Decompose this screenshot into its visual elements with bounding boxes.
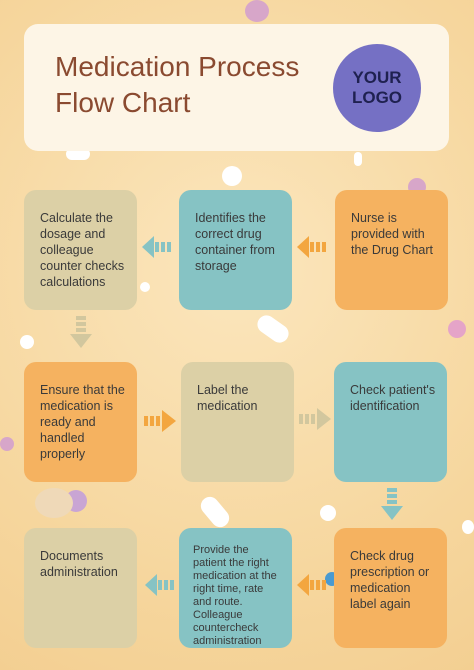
pill-decoration (0, 437, 14, 451)
pill-decoration (140, 282, 150, 292)
pill-decoration (35, 488, 73, 518)
step-text: Label the medication (197, 383, 258, 413)
arrow-right-icon (142, 410, 176, 432)
logo-placeholder: YOUR LOGO (333, 44, 421, 132)
step-text: Check patient's identification (350, 383, 436, 413)
pill-decoration (320, 505, 336, 521)
step-text: Documents administration (40, 549, 118, 579)
arrow-down-icon (70, 316, 92, 348)
step-calculate-dosage: Calculate the dosage and colleague count… (24, 190, 137, 310)
arrow-left-icon (297, 574, 331, 596)
page-title: Medication Process Flow Chart (55, 51, 300, 118)
arrow-left-icon (142, 236, 176, 258)
step-text: Identifies the correct drug container fr… (195, 211, 275, 273)
step-ensure-ready: Ensure that the medication is ready and … (24, 362, 137, 482)
pill-decoration (245, 0, 269, 22)
step-document-administration: Documents administration (24, 528, 137, 648)
step-identify-container: Identifies the correct drug container fr… (179, 190, 292, 310)
arrow-left-icon (297, 236, 331, 258)
pill-decoration (222, 166, 242, 186)
step-provide-medication: Provide the patient the right medication… (179, 528, 292, 648)
step-text: Calculate the dosage and colleague count… (40, 211, 125, 289)
arrow-down-icon (381, 488, 403, 520)
step-nurse-drug-chart: Nurse is provided with the Drug Chart (335, 190, 448, 310)
arrow-left-icon (145, 574, 179, 596)
step-text: Ensure that the medication is ready and … (40, 383, 125, 461)
arrow-right-icon (297, 408, 331, 430)
pill-decoration (20, 335, 34, 349)
step-check-prescription: Check drug prescription or medication la… (334, 528, 447, 648)
step-text: Check drug prescription or medication la… (350, 549, 430, 611)
capsule-decoration (66, 148, 90, 160)
pill-decoration (462, 520, 474, 534)
step-text: Provide the patient the right medication… (193, 544, 277, 647)
capsule-decoration (354, 152, 362, 166)
step-text: Nurse is provided with the Drug Chart (351, 211, 433, 257)
pill-decoration (448, 320, 466, 338)
header-card: Medication Process Flow Chart YOUR LOGO (24, 24, 449, 151)
step-label-medication: Label the medication (181, 362, 294, 482)
step-check-identification: Check patient's identification (334, 362, 447, 482)
